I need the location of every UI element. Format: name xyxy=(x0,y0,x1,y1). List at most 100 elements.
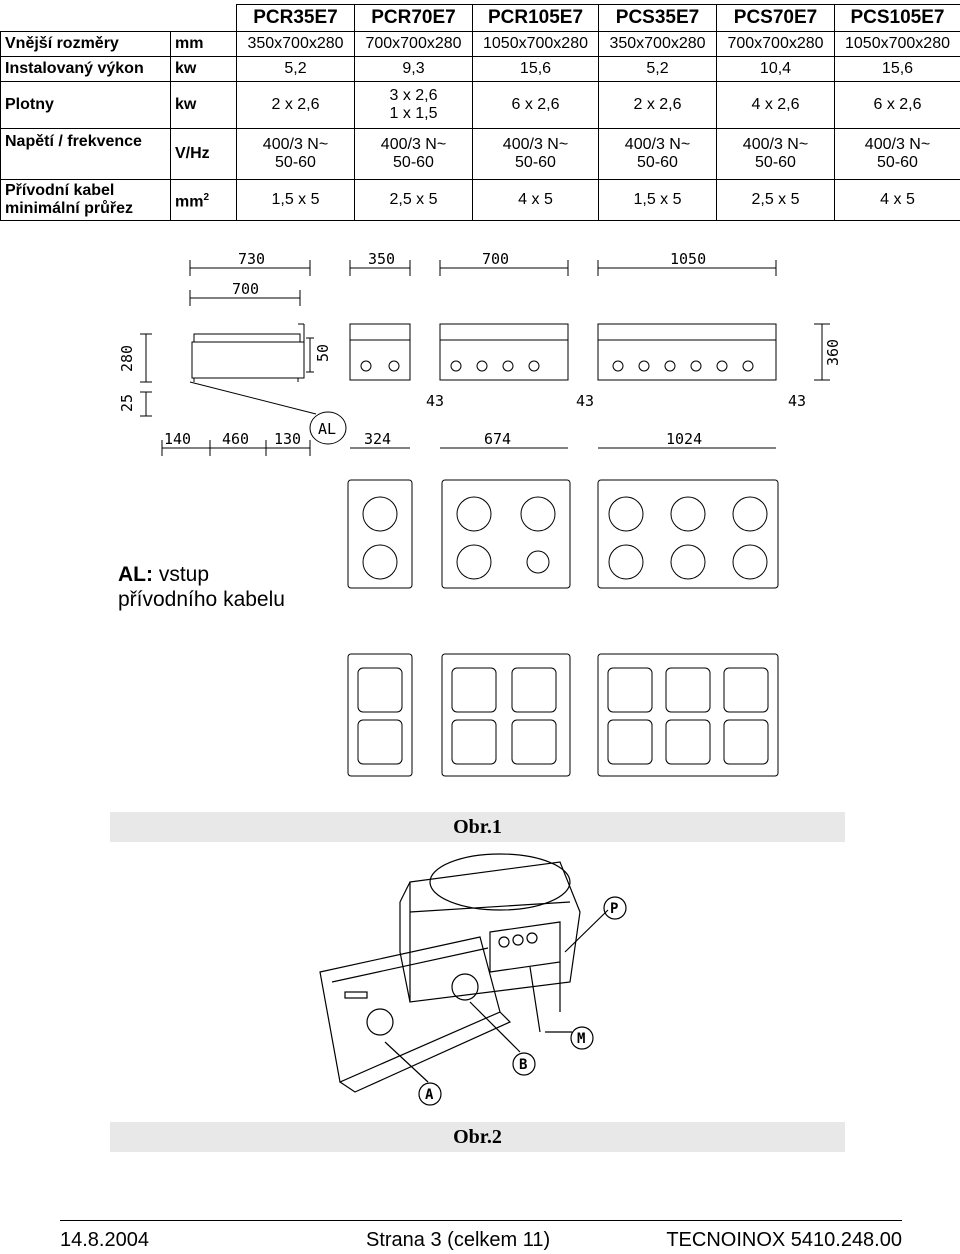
dim-43-c: 43 xyxy=(788,392,806,410)
dim-700: 700 xyxy=(482,250,509,268)
callout-labels: P M B A xyxy=(425,901,618,1103)
model-pcr105e7: PCR105E7 xyxy=(473,5,599,32)
al-legend-key: AL: xyxy=(118,563,153,586)
dim-1024: 1024 xyxy=(666,430,702,448)
cell: 4 x 5 xyxy=(835,180,960,221)
cell-line: 50-60 xyxy=(599,154,716,172)
model-header-row: PCR35E7 PCR70E7 PCR105E7 PCS35E7 PCS70E7… xyxy=(1,5,960,32)
cell: 1,5 x 5 xyxy=(599,180,717,221)
cell: 1050x700x280 xyxy=(835,32,960,57)
cell: 400/3 N~50-60 xyxy=(237,129,355,180)
dim-730: 730 xyxy=(238,250,265,268)
model-pcr70e7: PCR70E7 xyxy=(355,5,473,32)
callout-m: M xyxy=(577,1031,585,1047)
cell-line: 400/3 N~ xyxy=(237,136,354,154)
cell: 700x700x280 xyxy=(355,32,473,57)
row-power: Instalovaný výkon kw 5,2 9,3 15,6 5,2 10… xyxy=(1,57,960,82)
top-views-round xyxy=(348,480,778,588)
row-unit: kw xyxy=(171,57,237,82)
al-tag: AL xyxy=(318,420,336,438)
footer-date: 14.8.2004 xyxy=(60,1229,149,1252)
cell: 400/3 N~50-60 xyxy=(599,129,717,180)
dim-674: 674 xyxy=(484,430,511,448)
drawing-obr2-svg: P M B A xyxy=(110,842,850,1122)
cell: 400/3 N~50-60 xyxy=(355,129,473,180)
cell: 350x700x280 xyxy=(599,32,717,57)
page-footer: 14.8.2004 Strana 3 (celkem 11) TECNOINOX… xyxy=(60,1220,902,1254)
model-pcr35e7: PCR35E7 xyxy=(237,5,355,32)
control-panel xyxy=(320,937,510,1092)
cell: 700x700x280 xyxy=(717,32,835,57)
cell: 10,4 xyxy=(717,57,835,82)
row-dimensions: Vnější rozměry mm 350x700x280 700x700x28… xyxy=(1,32,960,57)
technical-drawing-obr2: P M B A xyxy=(110,842,850,1122)
cell: 4 x 2,6 xyxy=(717,82,835,129)
row-unit: kw xyxy=(171,82,237,129)
row-unit: mm2 xyxy=(171,180,237,221)
row-label-line: minimální průřez xyxy=(5,200,170,218)
cell: 1,5 x 5 xyxy=(237,180,355,221)
cell: 5,2 xyxy=(237,57,355,82)
al-legend-text: vstup xyxy=(159,563,209,586)
dim-1050: 1050 xyxy=(670,250,706,268)
cell: 5,2 xyxy=(599,57,717,82)
cell: 2,5 x 5 xyxy=(355,180,473,221)
cell-line: 50-60 xyxy=(473,154,598,172)
cell-line: 50-60 xyxy=(835,154,960,172)
cell: 15,6 xyxy=(473,57,599,82)
cell-line: 1 x 1,5 xyxy=(355,105,472,123)
cell: 1050x700x280 xyxy=(473,32,599,57)
top-views-square xyxy=(348,654,778,776)
al-legend-text2: přívodního kabelu xyxy=(118,588,285,611)
cell: 400/3 N~50-60 xyxy=(473,129,599,180)
dim-140: 140 xyxy=(164,430,191,448)
dim-350: 350 xyxy=(368,250,395,268)
cell-line: 3 x 2,6 xyxy=(355,87,472,105)
dim-700-side: 700 xyxy=(232,280,259,298)
appliance-body xyxy=(400,854,580,1032)
dim-43-a: 43 xyxy=(426,392,444,410)
model-pcs105e7: PCS105E7 xyxy=(835,5,960,32)
cell: 9,3 xyxy=(355,57,473,82)
drawing-obr1-svg: 730 700 280 25 50 140 460 130 AL 350 xyxy=(110,244,850,814)
cell: 6 x 2,6 xyxy=(473,82,599,129)
model-pcs35e7: PCS35E7 xyxy=(599,5,717,32)
row-label: Napětí / frekvence xyxy=(1,129,171,180)
cell: 350x700x280 xyxy=(237,32,355,57)
side-dim-labels: 730 700 280 25 50 140 460 130 AL xyxy=(118,250,336,448)
caption-bar-obr1: Obr.1 xyxy=(110,812,845,842)
dim-460: 460 xyxy=(222,430,249,448)
cell-line: 400/3 N~ xyxy=(473,136,598,154)
cell: 400/3 N~50-60 xyxy=(717,129,835,180)
model-pcs70e7: PCS70E7 xyxy=(717,5,835,32)
cell: 15,6 xyxy=(835,57,960,82)
cell: 400/3 N~50-60 xyxy=(835,129,960,180)
caption-bar-obr2: Obr.2 xyxy=(110,1122,845,1152)
row-voltage: Napětí / frekvence V/Hz 400/3 N~50-60 40… xyxy=(1,129,960,180)
cell: 2 x 2,6 xyxy=(599,82,717,129)
front-views xyxy=(350,260,830,448)
unit-text: mm xyxy=(175,193,203,210)
cell-line: 400/3 N~ xyxy=(835,136,960,154)
cell-line: 400/3 N~ xyxy=(599,136,716,154)
footer-doc-id: TECNOINOX 5410.248.00 xyxy=(666,1229,902,1252)
cell: 2,5 x 5 xyxy=(717,180,835,221)
row-unit: mm xyxy=(171,32,237,57)
technical-drawing-obr1: 730 700 280 25 50 140 460 130 AL 350 xyxy=(110,244,850,814)
cell: 6 x 2,6 xyxy=(835,82,960,129)
row-label: Instalovaný výkon xyxy=(1,57,171,82)
row-label: Plotny xyxy=(1,82,171,129)
row-label-line: Přívodní kabel xyxy=(5,182,170,200)
dim-50: 50 xyxy=(314,344,332,362)
cell: 4 x 5 xyxy=(473,180,599,221)
dim-25: 25 xyxy=(118,394,136,412)
callout-a: A xyxy=(425,1087,434,1103)
row-label: Vnější rozměry xyxy=(1,32,171,57)
caption-obr1: Obr.1 xyxy=(110,816,845,839)
row-unit: V/Hz xyxy=(171,129,237,180)
spec-table: PCR35E7 PCR70E7 PCR105E7 PCS35E7 PCS70E7… xyxy=(0,4,960,221)
